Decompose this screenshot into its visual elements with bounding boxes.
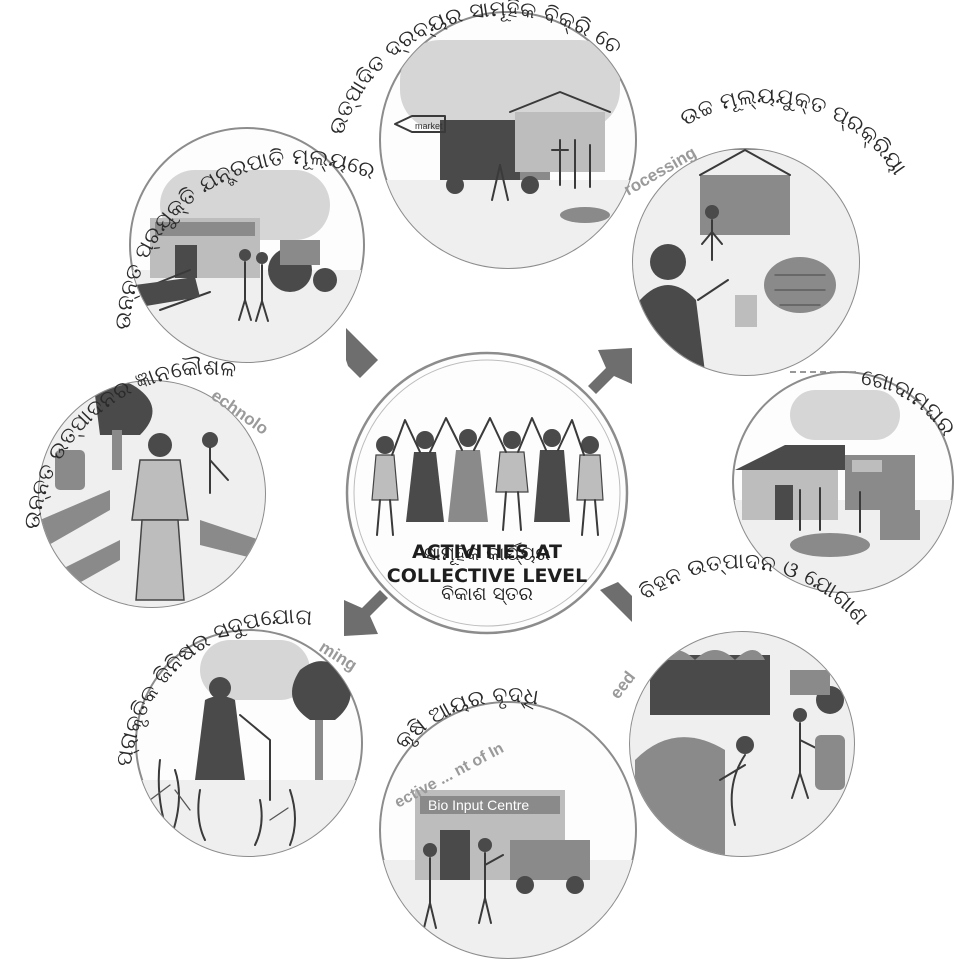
node-lower-left: ପ୍ରାକୃତିକ ଜିନିଷର ସଦୁପଯୋଗ ming xyxy=(112,604,363,857)
node-lower-right: ବିହନ ଉତ୍ପାଦନ ଓ ଯୋଗାଣ eed xyxy=(606,549,873,857)
arrow-upper-left xyxy=(346,328,378,378)
bio-input-sign: Bio Input Centre xyxy=(428,797,529,813)
arrow-lower-left xyxy=(344,590,388,636)
node-upper-right: ଉଚ୍ଚ ମୂଲ୍ୟଯୁକ୍ତ ପ୍ରକ୍ରିୟା rocessing xyxy=(621,84,911,376)
node-bottom: Bio Input Centre କୃଷି ଆୟର ବୃଦ୍ଧି ective … xyxy=(379,683,637,959)
market-sign: market xyxy=(415,121,443,131)
center-title-line1: ACTIVITIES AT xyxy=(412,541,562,563)
center-title-line2: COLLECTIVE LEVEL xyxy=(387,565,587,587)
center-node: ACTIVITIES AT ସାମୂହିକ କାର୍ଯ୍ୟର COLLECTIV… xyxy=(345,351,629,635)
connector-arrows xyxy=(344,328,632,636)
node-left: ଉନ୍ନତ ଉତ୍ପାଦନର ଜ୍ଞାନକୌଶଳ echnolo xyxy=(20,355,272,608)
node-right: ଗୋଦାମଘର xyxy=(732,365,960,593)
center-odia-line2: ବିକାଶ ସ୍ତର xyxy=(441,583,533,605)
arrow-upper-right xyxy=(588,348,632,394)
arrow-lower-right xyxy=(600,582,632,622)
node-upper-left: ଉନ୍ନତ ପ୍ରଯୁକ୍ତି ଯନ୍ତ୍ରପାତି ମୂଲ୍ୟରେ କ୍ରୟ … xyxy=(0,0,378,363)
node-top: market ଉତ୍ପାଦିତ ଦ୍ରବ୍ୟର ସାମୂହିକ ବିକ୍ରି ଚ… xyxy=(324,0,637,269)
center-odia-line1: ସାମୂହିକ କାର୍ଯ୍ୟର xyxy=(424,543,550,566)
people-holding-hands xyxy=(371,417,604,536)
node-lower-right-faded: eed xyxy=(606,668,639,703)
